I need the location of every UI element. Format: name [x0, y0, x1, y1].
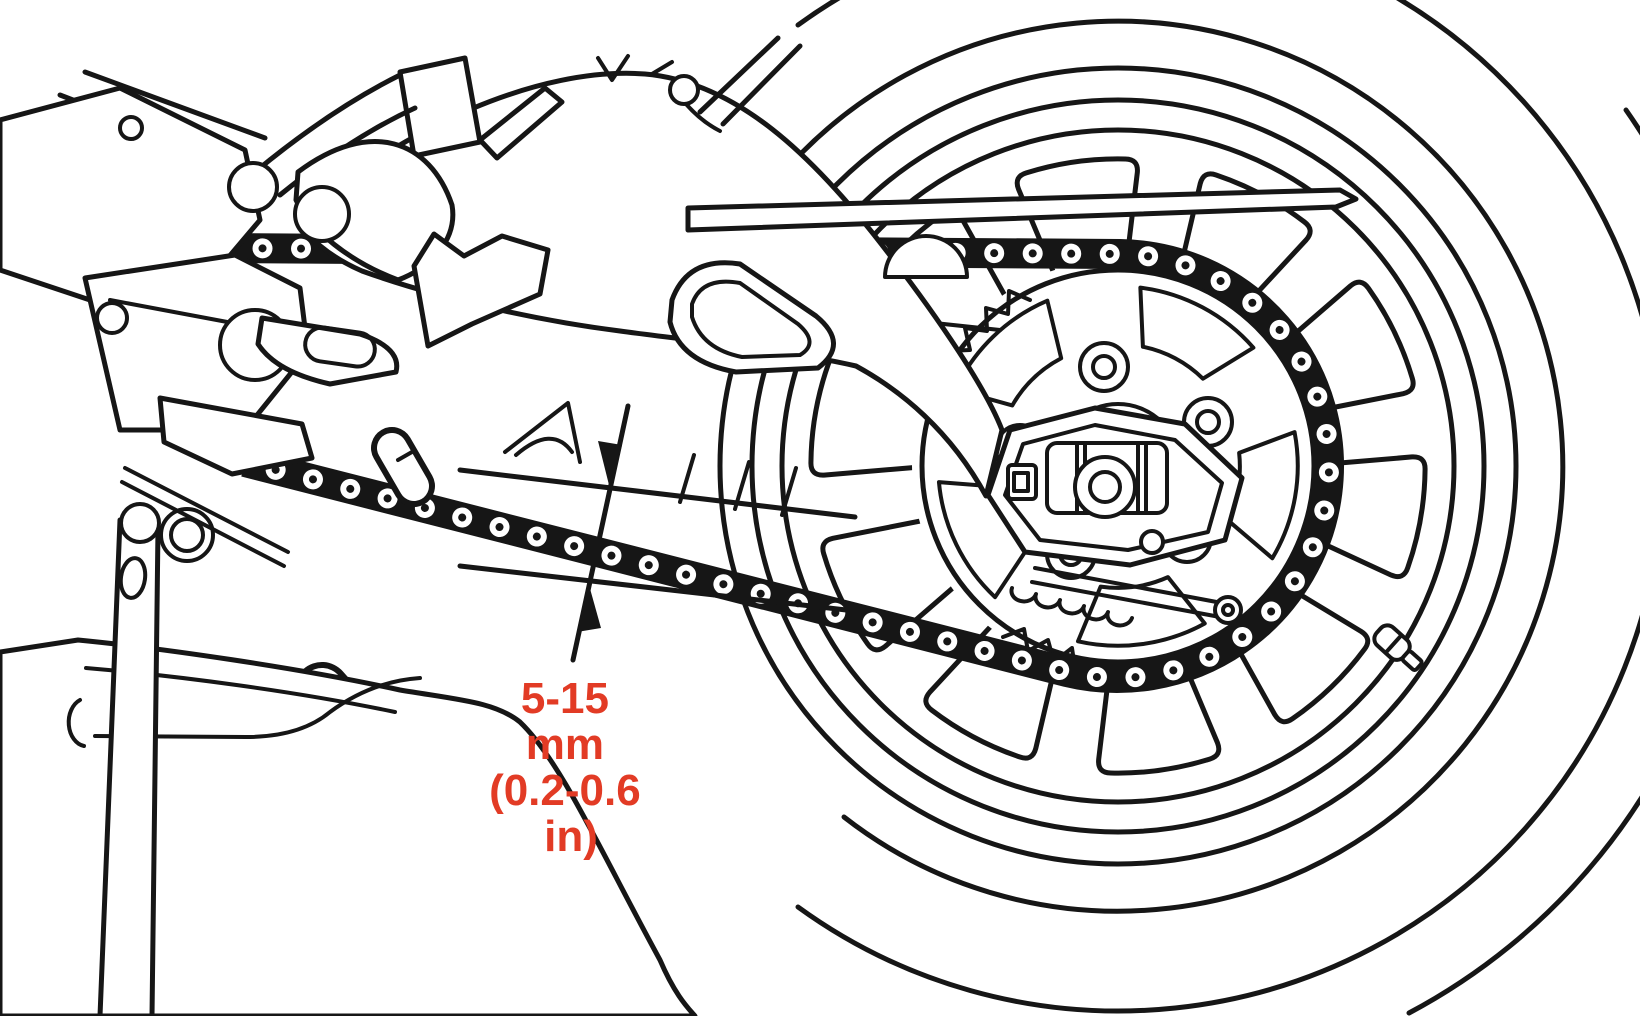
sprocket-edge: [919, 267, 1317, 665]
slack-range-label: 5-15 mm (0.2-0.6 in): [489, 674, 653, 861]
rim-outer-circle: [717, 65, 1519, 867]
slack-limit-upper: [457, 467, 858, 520]
muffler: [0, 637, 698, 1016]
arrow-up: [577, 585, 601, 632]
arrow-down: [598, 441, 622, 489]
fender-stay: [685, 187, 1359, 233]
guard-scallops: [1009, 586, 1134, 628]
slack-dimension: [457, 401, 858, 663]
shock-adjuster-ring: [668, 74, 700, 106]
engine-cases: [0, 85, 551, 770]
guard-tip: [503, 401, 582, 464]
tire-arc-outer: [1406, 107, 1640, 1016]
pivot-bracket: [411, 231, 551, 349]
drive-chain: [202, 233, 1344, 693]
subframe-strut: [477, 85, 565, 161]
sidestand: [97, 502, 161, 1016]
tire-arc-mid: [795, 0, 1640, 1014]
muffler-body: [0, 637, 698, 1016]
footrest-plate: [157, 395, 315, 477]
rim: [717, 65, 1519, 867]
case-bolt-1: [227, 161, 279, 213]
sprocket-teeth-upper: [945, 289, 1032, 353]
muffler-cap: [66, 698, 86, 748]
swingarm-loop-inner: [690, 279, 812, 359]
swingarm-arch: [883, 234, 969, 279]
muffler-step: [93, 676, 422, 739]
chain-roller-pins: [208, 244, 1333, 682]
slack-limit-lower: [457, 563, 858, 614]
valve-stem: [1372, 623, 1424, 672]
case-bolt-2: [293, 185, 351, 243]
tire-arcs: [774, 0, 1640, 1016]
swingarm: [297, 70, 1359, 628]
tire-arc-inner: [774, 18, 1566, 914]
slot-hole: [303, 325, 377, 369]
sidestand-knob: [119, 502, 161, 544]
case-bolt-3: [118, 115, 144, 141]
sidestand-hole: [118, 556, 148, 600]
axle-adjuster: [985, 405, 1245, 628]
rim-bed-circle: [779, 127, 1457, 805]
adjuster-plate-inner: [1003, 423, 1224, 552]
engine-block-upper: [0, 85, 263, 303]
case-bolt-4: [95, 301, 129, 335]
rim-step-circle: [749, 97, 1487, 835]
sidestand-leg: [97, 517, 161, 1016]
rear-wheel: [717, 0, 1640, 1016]
sprocket-teeth-lower: [1001, 627, 1077, 670]
